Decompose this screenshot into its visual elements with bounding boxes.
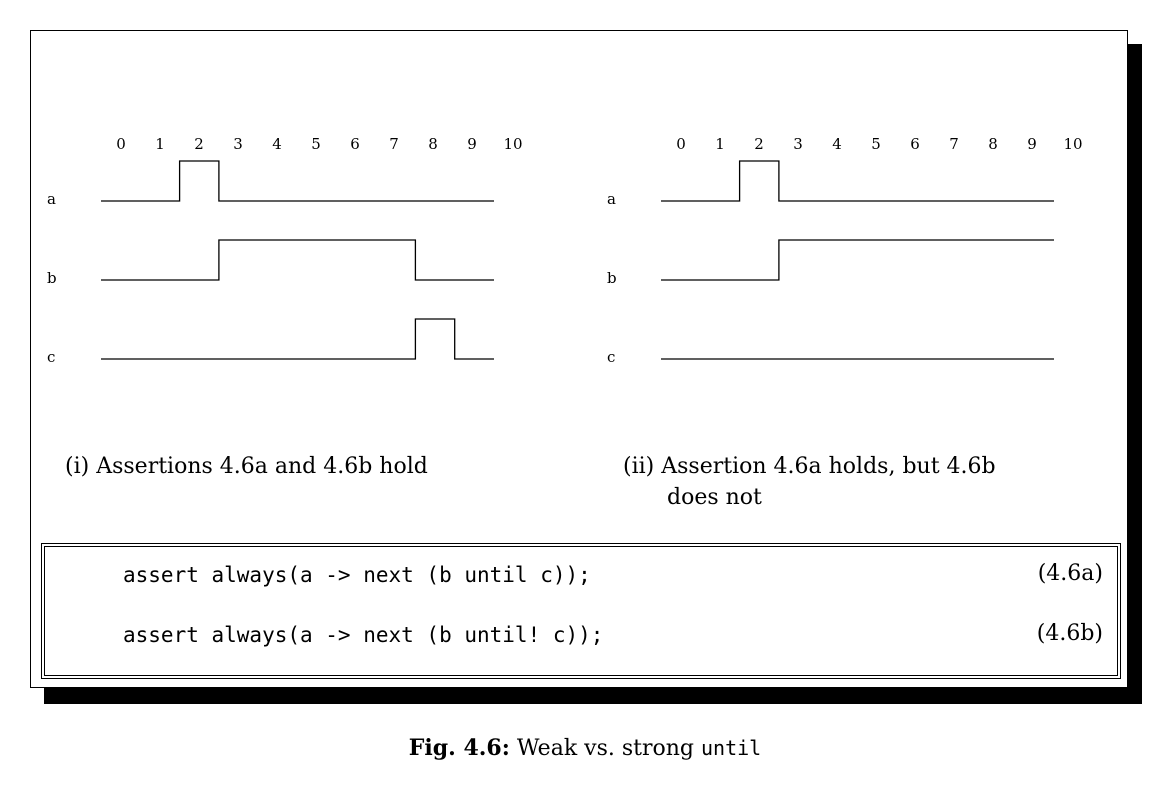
tick-label: 4	[272, 135, 282, 153]
tick-label: 2	[194, 135, 204, 153]
tick-label: 6	[910, 135, 920, 153]
signal-label-c: c	[47, 348, 56, 366]
tick-label: 1	[155, 135, 165, 153]
assertion-row: assert always(a -> next (b until c)); (4…	[45, 555, 1117, 595]
tick-label: 9	[1027, 135, 1037, 153]
subcaption-ii: (ii) Assertion 4.6a holds, but 4.6b does…	[623, 451, 1103, 513]
subcaption-text: Assertions 4.6a and 4.6b hold	[96, 454, 428, 479]
signal-label-a: a	[607, 190, 616, 208]
assertion-row: assert always(a -> next (b until! c)); (…	[45, 615, 1117, 655]
tick-label: 1	[715, 135, 725, 153]
waveform-c	[101, 318, 494, 360]
signal-label-c: c	[607, 348, 616, 366]
subcaption-number: (i)	[65, 454, 90, 479]
tick-label: 0	[676, 135, 686, 153]
tick-label: 7	[949, 135, 959, 153]
tick-label: 9	[467, 135, 477, 153]
signal-label-b: b	[47, 269, 57, 287]
tick-label: 8	[428, 135, 438, 153]
equation-label: (4.6a)	[1037, 561, 1103, 586]
tick-label: 7	[389, 135, 399, 153]
waveform-canvas-ii	[661, 160, 1054, 360]
tick-label: 10	[503, 135, 523, 153]
subcaption-i: (i) Assertions 4.6a and 4.6b hold	[65, 451, 565, 482]
timing-diagram-i: 0 1 2 3 4 5 6 7 8 9 10 a b c	[47, 31, 611, 461]
waveform-b	[661, 239, 1054, 281]
subcaption-text-cont: does not	[667, 485, 762, 510]
waveform-canvas-i	[101, 160, 494, 360]
figure-caption: Fig. 4.6: Weak vs. strong until	[0, 735, 1170, 761]
figure-title: Weak vs. strong	[516, 736, 694, 761]
assertion-code: assert always(a -> next (b until c));	[123, 563, 591, 587]
signal-label-b: b	[607, 269, 617, 287]
assertion-code: assert always(a -> next (b until! c));	[123, 623, 604, 647]
tick-label: 5	[871, 135, 881, 153]
figure-number: Fig. 4.6:	[408, 735, 510, 761]
signal-label-a: a	[47, 190, 56, 208]
tick-label: 10	[1063, 135, 1083, 153]
tick-label: 6	[350, 135, 360, 153]
waveform-a	[661, 160, 1054, 202]
tick-label: 3	[793, 135, 803, 153]
tick-label: 4	[832, 135, 842, 153]
tick-label: 5	[311, 135, 321, 153]
timing-diagram-ii: 0 1 2 3 4 5 6 7 8 9 10 a b c	[607, 31, 1170, 461]
figure-frame: 0 1 2 3 4 5 6 7 8 9 10 a b c 0 1 2 3 4 5…	[30, 30, 1128, 688]
subcaption-text: Assertion 4.6a holds, but 4.6b	[661, 454, 996, 479]
tick-label: 3	[233, 135, 243, 153]
tick-label: 2	[754, 135, 764, 153]
waveform-b	[101, 239, 494, 281]
waveform-a	[101, 160, 494, 202]
tick-label: 0	[116, 135, 126, 153]
subcaption-number: (ii)	[623, 454, 655, 479]
figure-title-code: until	[701, 736, 762, 760]
equation-label: (4.6b)	[1036, 621, 1103, 646]
tick-label: 8	[988, 135, 998, 153]
assertions-box: assert always(a -> next (b until c)); (4…	[41, 543, 1121, 679]
